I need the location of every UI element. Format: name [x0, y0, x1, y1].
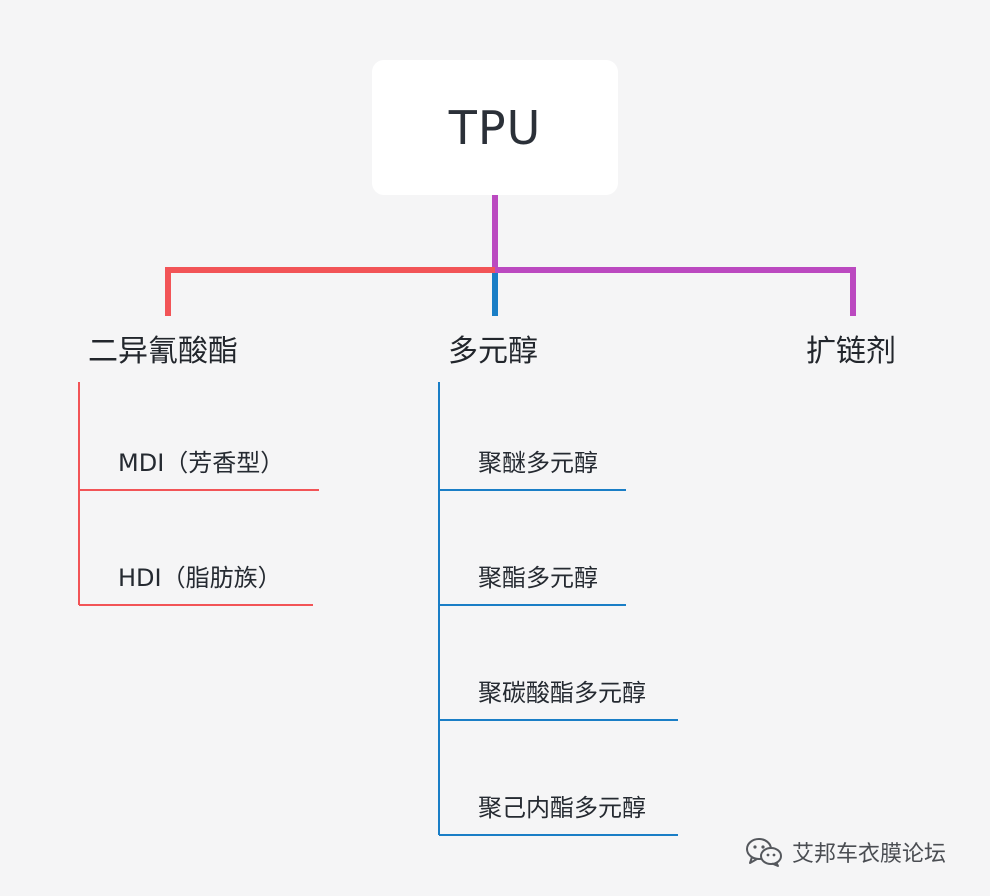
watermark-text: 艾邦车衣膜论坛	[792, 842, 947, 867]
watermark: 艾邦车衣膜论坛	[744, 836, 946, 868]
leaf-label-mdi: MDI（芳香型）	[118, 449, 285, 477]
root-node: TPU	[372, 60, 618, 195]
wechat-icon	[744, 836, 784, 868]
leaf-label-polycarbonate-polyol: 聚碳酸酯多元醇	[478, 679, 646, 707]
leaf-label-polyether-polyol: 聚醚多元醇	[478, 449, 598, 477]
leaf-label-polycaprolactone-polyol: 聚己内酯多元醇	[478, 794, 646, 822]
root-label: TPU	[448, 100, 542, 155]
branch-label-polyol: 多元醇	[448, 334, 538, 369]
leaf-label-polyester-polyol: 聚酯多元醇	[478, 564, 598, 592]
leaf-label-hdi: HDI（脂肪族）	[118, 564, 282, 592]
branch-label-diisocyanate: 二异氰酸酯	[88, 334, 238, 369]
branch-label-chain-extender: 扩链剂	[806, 334, 896, 369]
